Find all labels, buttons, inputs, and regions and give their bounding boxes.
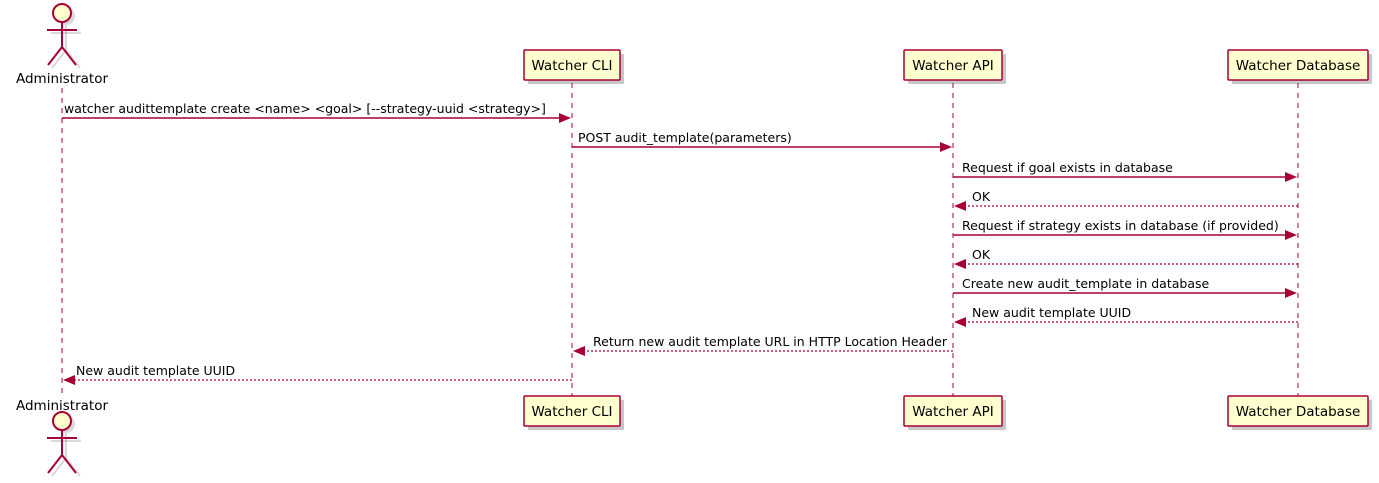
message-3[interactable]: Request if goal exists in database (953, 160, 1297, 182)
message-label-1: watcher audittemplate create <name> <goa… (64, 101, 546, 116)
participant-label-watcher-database-top: Watcher Database (1236, 58, 1361, 74)
actor-head-icon (52, 3, 72, 23)
message-label-4: OK (972, 189, 991, 204)
actor-label-administrator-top: Administrator (16, 71, 108, 87)
arrow-head-6 (954, 259, 966, 269)
message-8[interactable]: New audit template UUID (954, 305, 1298, 327)
message-label-10: New audit template UUID (76, 363, 235, 378)
arrow-head-3 (1285, 172, 1297, 182)
participant-label-watcher-database-bottom: Watcher Database (1236, 404, 1361, 420)
arrow-head-8 (954, 317, 966, 327)
participant-label-watcher-cli-bottom: Watcher CLI (531, 404, 612, 420)
actor-leg-left (47, 46, 63, 66)
arrow-head-1 (559, 113, 571, 123)
message-2[interactable]: POST audit_template(parameters) (572, 130, 952, 152)
message-5[interactable]: Request if strategy exists in database (… (953, 218, 1297, 240)
message-label-9: Return new audit template URL in HTTP Lo… (593, 334, 948, 349)
participant-box-watcher-api-bottom[interactable]: Watcher API (903, 395, 1006, 430)
participant-box-watcher-database-bottom[interactable]: Watcher Database (1227, 395, 1372, 430)
message-label-6: OK (972, 247, 991, 262)
actor-head-icon (52, 411, 72, 431)
arrow-head-9 (573, 346, 585, 356)
message-4[interactable]: OK (954, 189, 1298, 211)
actor-leg-right (61, 454, 77, 474)
message-1[interactable]: watcher audittemplate create <name> <goa… (62, 101, 571, 123)
participant-box-watcher-cli-top[interactable]: Watcher CLI (523, 49, 624, 84)
message-label-2: POST audit_template(parameters) (578, 130, 792, 145)
arrow-head-5 (1285, 230, 1297, 240)
actor-administrator-bottom[interactable]: Administrator (16, 398, 108, 477)
arrow-head-10 (63, 375, 75, 385)
message-label-3: Request if goal exists in database (962, 160, 1173, 175)
participant-label-watcher-api-bottom: Watcher API (912, 404, 994, 420)
message-label-7: Create new audit_template in database (962, 276, 1209, 291)
participant-box-watcher-database-top[interactable]: Watcher Database (1227, 49, 1372, 84)
lifelines (61, 83, 1299, 396)
participant-label-watcher-api-top: Watcher API (912, 58, 994, 74)
actor-leg-right (61, 46, 77, 66)
actor-leg-left (47, 454, 63, 474)
message-label-5: Request if strategy exists in database (… (962, 218, 1279, 233)
message-10[interactable]: New audit template UUID (63, 363, 572, 385)
arrow-head-2 (940, 142, 952, 152)
actor-administrator-top[interactable]: Administrator (16, 3, 108, 87)
message-label-8: New audit template UUID (972, 305, 1131, 320)
participant-label-watcher-cli-top: Watcher CLI (531, 58, 612, 74)
arrow-head-4 (954, 201, 966, 211)
message-9[interactable]: Return new audit template URL in HTTP Lo… (573, 334, 953, 356)
arrow-head-7 (1285, 288, 1297, 298)
participant-box-watcher-api-top[interactable]: Watcher API (903, 49, 1006, 84)
actor-label-administrator-bottom: Administrator (16, 398, 108, 414)
message-7[interactable]: Create new audit_template in database (953, 276, 1297, 298)
message-6[interactable]: OK (954, 247, 1298, 269)
participant-box-watcher-cli-bottom[interactable]: Watcher CLI (523, 395, 624, 430)
